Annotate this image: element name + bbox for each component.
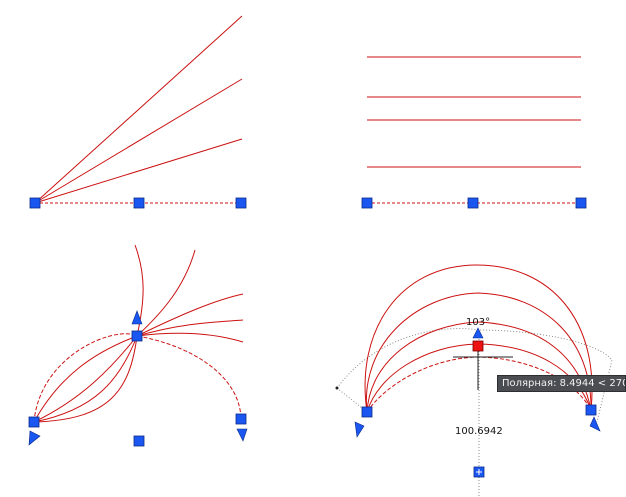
arrow-down-grip-icon[interactable] <box>236 428 248 442</box>
arc-3[interactable] <box>33 335 138 423</box>
panel-top-right <box>367 56 581 204</box>
hot-grip-icon[interactable] <box>472 340 484 352</box>
fan-line-3[interactable] <box>34 138 243 204</box>
arc-8[interactable] <box>136 319 244 337</box>
arc-1[interactable] <box>33 335 138 423</box>
grip-square-icon[interactable] <box>131 330 143 342</box>
arrow-down-grip-icon[interactable] <box>28 430 41 446</box>
arrow-down-grip-icon[interactable] <box>354 421 365 438</box>
arrow-up-grip-icon[interactable] <box>472 327 484 339</box>
arc-4[interactable] <box>33 335 138 423</box>
grip-square-icon[interactable] <box>467 197 479 209</box>
length-dimension-label: 100.6942 <box>455 426 503 437</box>
polar-tracking-tooltip: Полярная: 8.4944 < 270° <box>497 375 626 392</box>
arc-1[interactable] <box>364 264 593 413</box>
arrow-up-grip-icon[interactable] <box>131 310 143 325</box>
fan-line-2[interactable] <box>34 78 243 204</box>
grip-square-icon[interactable] <box>361 197 373 209</box>
grip-square-icon[interactable] <box>235 197 247 209</box>
arc-dashed[interactable] <box>33 333 242 423</box>
arc-9[interactable] <box>136 332 244 343</box>
dim-line <box>336 387 368 413</box>
grip-square-icon[interactable] <box>575 197 587 209</box>
arc-6[interactable] <box>136 249 196 337</box>
grip-square-icon[interactable] <box>361 406 373 418</box>
angle-dimension-label: 103° <box>466 317 490 328</box>
grip-square-icon[interactable] <box>29 197 41 209</box>
arc-5[interactable] <box>134 244 144 337</box>
fan-line-1[interactable] <box>34 15 243 204</box>
arc-2[interactable] <box>365 292 592 413</box>
arrow-down-grip-icon[interactable] <box>589 416 601 432</box>
arc-7[interactable] <box>136 293 244 337</box>
grip-square-icon[interactable] <box>235 413 247 425</box>
arc-2[interactable] <box>33 335 138 423</box>
panel-bottom-left <box>33 244 244 423</box>
grip-square-icon[interactable] <box>28 416 40 428</box>
grip-square-icon[interactable] <box>133 435 145 447</box>
grip-square-icon[interactable] <box>585 404 597 416</box>
arc-3[interactable] <box>366 321 592 413</box>
grip-square-icon[interactable] <box>133 197 145 209</box>
panel-top-left <box>34 15 243 204</box>
dim-endpoint-icon <box>335 386 339 390</box>
